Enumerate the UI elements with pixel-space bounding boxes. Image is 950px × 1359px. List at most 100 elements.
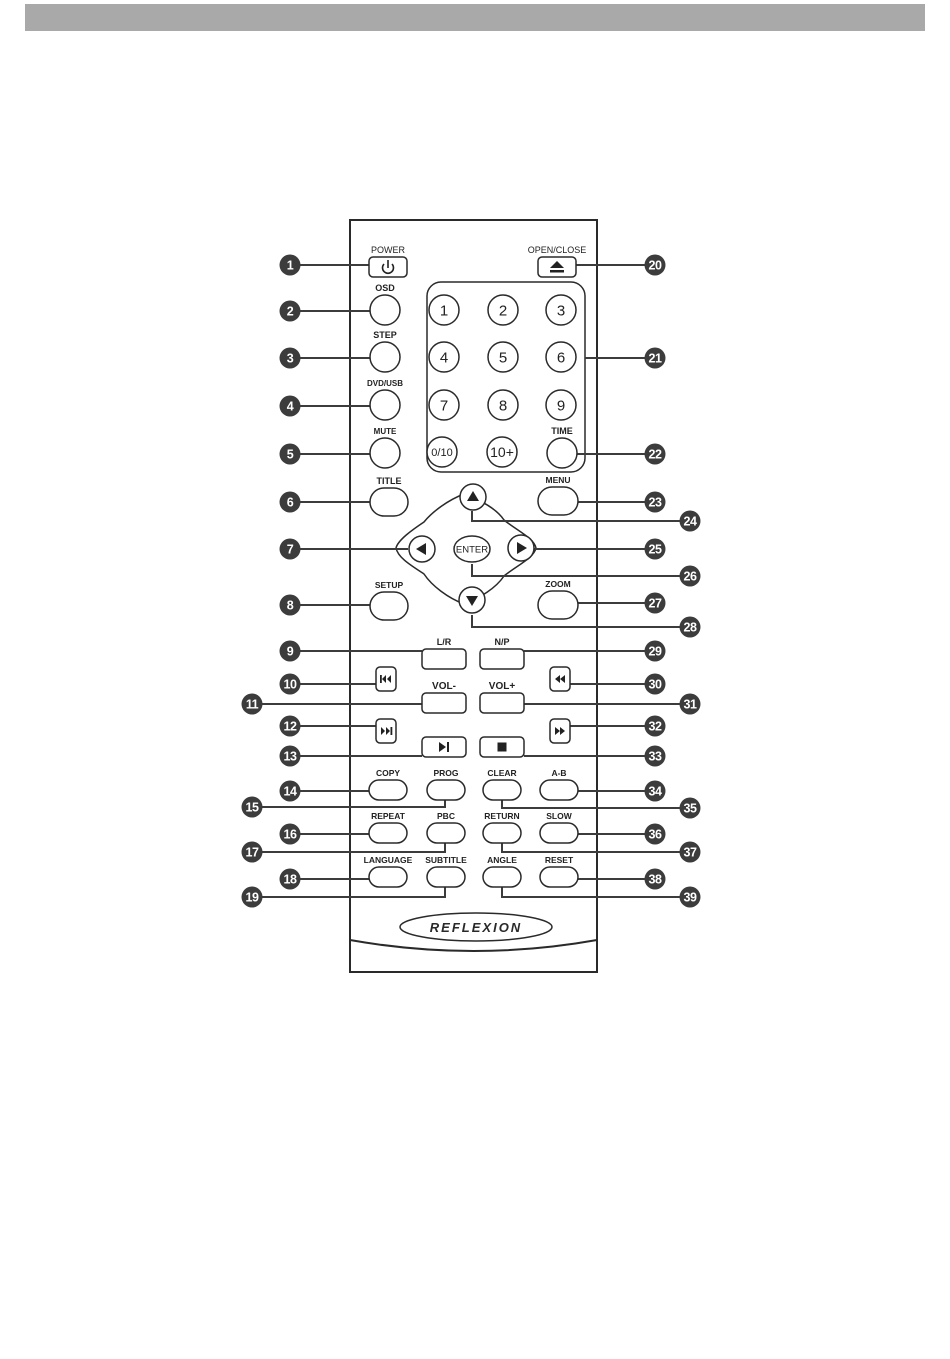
left-button[interactable] [408, 535, 436, 563]
keypad-label-1: 1 [440, 302, 448, 319]
zoom-button[interactable]: ZOOM [537, 579, 579, 620]
callout-number: 11 [246, 698, 259, 712]
stop-icon [497, 742, 507, 752]
slow-button[interactable]: SLOW [539, 811, 579, 844]
keypad-label-7: 7 [440, 397, 448, 414]
language-label: LANGUAGE [364, 855, 413, 865]
keypad-button-2[interactable]: 2 [487, 294, 519, 326]
language-button[interactable]: LANGUAGE [364, 855, 413, 888]
title-button[interactable]: TITLE [369, 476, 409, 517]
ab-label: A-B [551, 768, 566, 778]
stop-button[interactable] [479, 736, 525, 758]
repeat-label: REPEAT [371, 811, 406, 821]
np-button[interactable]: N/P [479, 637, 525, 670]
osd-button[interactable]: OSD [369, 283, 401, 326]
prev-button[interactable] [375, 666, 397, 692]
repeat-button[interactable]: REPEAT [368, 811, 408, 844]
enter-button[interactable]: ENTER [453, 535, 491, 563]
keypad-button-1[interactable]: 1 [428, 294, 460, 326]
keypad-label-4: 4 [440, 349, 448, 366]
down-button[interactable] [458, 586, 486, 614]
callout-32: 32 [644, 715, 666, 737]
callout-number: 22 [649, 448, 662, 462]
callout-33: 33 [644, 745, 666, 767]
callout-number: 25 [649, 543, 662, 557]
clear-label: CLEAR [487, 768, 516, 778]
callout-number: 23 [649, 496, 662, 510]
rewind-button[interactable] [549, 666, 571, 692]
reset-button[interactable]: RESET [539, 855, 579, 888]
title-label: TITLE [377, 476, 402, 486]
callout-number: 6 [287, 496, 294, 510]
remote-body [349, 219, 598, 973]
callout-26: 26 [679, 565, 701, 587]
subtitle-button[interactable]: SUBTITLE [425, 855, 467, 888]
menu-label: MENU [545, 475, 570, 485]
keypad-label-2: 2 [499, 302, 507, 319]
ab-button[interactable]: A-B [539, 768, 579, 801]
play-pause-button[interactable] [421, 736, 467, 758]
play-pause-icon [439, 742, 449, 752]
next-button[interactable] [375, 718, 397, 744]
fast-forward-button[interactable] [549, 718, 571, 744]
arrow-up-icon [467, 491, 479, 501]
prog-button[interactable]: PROG [426, 768, 466, 801]
up-button[interactable] [459, 483, 487, 511]
mute-button[interactable]: MUTE [369, 427, 401, 469]
time-button[interactable]: TIME [546, 426, 578, 469]
callout-20: 20 [644, 254, 666, 276]
vol-plus-button[interactable]: VOL+ [479, 681, 525, 714]
keypad-button-3[interactable]: 3 [545, 294, 577, 326]
pbc-button[interactable]: PBC [426, 811, 466, 844]
callout-number: 26 [684, 570, 697, 584]
callout-9: 9 [279, 640, 301, 662]
callout-11: 11 [241, 693, 263, 715]
callout-number: 29 [649, 645, 662, 659]
skip-back-icon [380, 675, 391, 683]
callout-number: 37 [684, 846, 697, 860]
keypad-button-8[interactable]: 8 [487, 389, 519, 421]
menu-button[interactable]: MENU [537, 475, 579, 516]
arrow-right-icon [517, 542, 527, 554]
setup-button[interactable]: SETUP [369, 580, 409, 621]
return-button[interactable]: RETURN [482, 811, 522, 844]
angle-button[interactable]: ANGLE [482, 855, 522, 888]
keypad-button-11[interactable]: 10+ [486, 436, 518, 468]
lr-button[interactable]: L/R [421, 637, 467, 670]
open-close-button[interactable]: OPEN/CLOSE [528, 245, 587, 278]
callout-14: 14 [279, 780, 301, 802]
leader-line [471, 511, 690, 522]
slow-label: SLOW [546, 811, 572, 821]
enter-label: ENTER [456, 545, 488, 556]
keypad-button-4[interactable]: 4 [428, 341, 460, 373]
reset-label: RESET [545, 855, 574, 865]
power-button[interactable]: POWER [368, 245, 408, 278]
keypad-button-5[interactable]: 5 [487, 341, 519, 373]
step-button[interactable]: STEP [369, 330, 401, 373]
clear-button[interactable]: CLEAR [482, 768, 522, 801]
keypad-button-7[interactable]: 7 [428, 389, 460, 421]
right-button[interactable] [507, 534, 535, 562]
vol-minus-button[interactable]: VOL- [421, 681, 467, 714]
dvd-usb-button[interactable]: DVD/USB [367, 379, 403, 421]
keypad-button-10[interactable]: 0/10 [426, 436, 458, 468]
open-close-label: OPEN/CLOSE [528, 245, 587, 255]
callout-number: 34 [649, 785, 662, 799]
keypad-button-9[interactable]: 9 [545, 389, 577, 421]
arrow-down-icon [466, 596, 478, 606]
leader-line [501, 884, 690, 898]
keypad-label-10: 0/10 [431, 447, 452, 459]
callout-number: 1 [287, 259, 294, 273]
callout-39: 39 [679, 886, 701, 908]
zoom-label: ZOOM [545, 579, 571, 589]
power-label: POWER [371, 245, 406, 255]
callout-34: 34 [644, 780, 666, 802]
callout-number: 16 [284, 828, 297, 842]
copy-button[interactable]: COPY [368, 768, 408, 801]
keypad-label-11: 10+ [490, 444, 514, 460]
callout-number: 36 [649, 828, 662, 842]
callout-number: 9 [287, 645, 294, 659]
arrow-left-icon [416, 543, 426, 555]
keypad-button-6[interactable]: 6 [545, 341, 577, 373]
